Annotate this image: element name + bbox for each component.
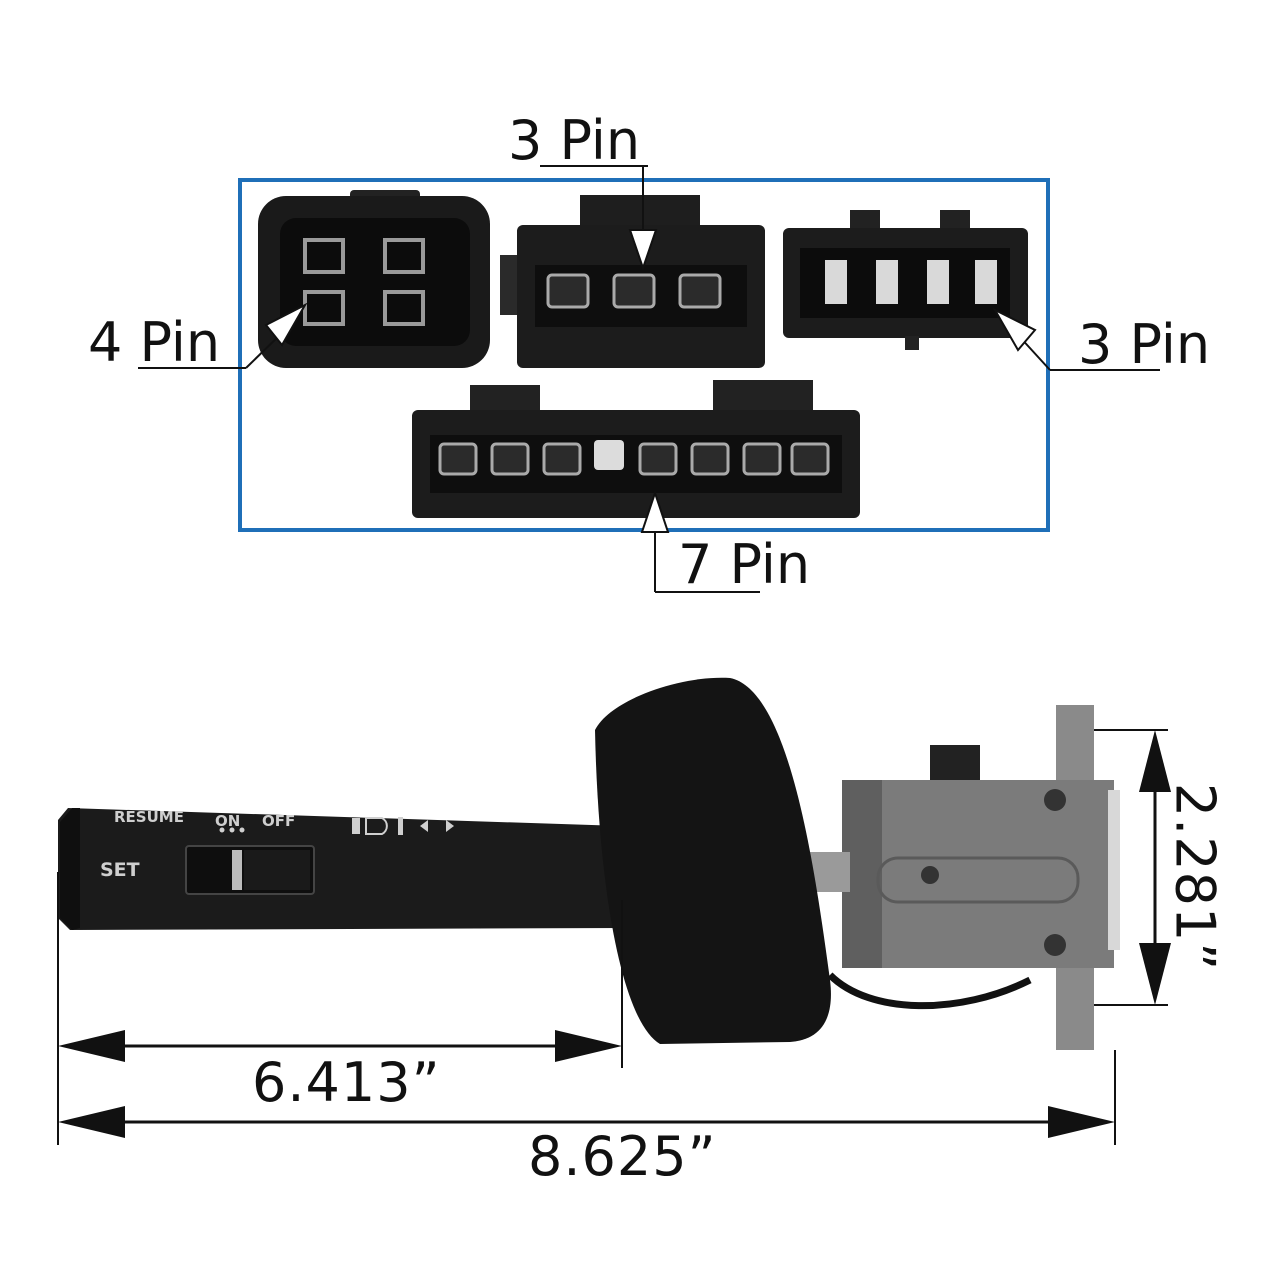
pin-label-top-center: 3 Pin [508,109,641,172]
callout-left [138,302,308,369]
callout-bottom [640,489,760,593]
lever-knob [595,677,831,1044]
stalk-off-label: OFF [262,812,295,830]
dimension-label-total: 8.625” [528,1125,717,1188]
dimension-arrow-total [58,1106,1115,1138]
dot-indicators [219,827,245,833]
switch-housing [842,705,1120,1050]
wire-harness [827,972,1032,1010]
dimension-label-partial: 6.413” [252,1051,441,1114]
connector-3-pin-center [500,195,765,368]
dimension-label-height: 2.281” [1163,782,1227,972]
slider-switch[interactable] [185,845,315,895]
stalk-on-label: ON [215,812,240,830]
pin-label-left: 4 Pin [88,311,221,374]
callout-right [992,307,1160,371]
stalk-resume-label: RESUME [114,808,184,826]
callout-top-center [540,165,658,272]
connector-4-pin [258,190,490,368]
pin-label-right: 3 Pin [1078,313,1211,376]
connector-3-pin-right [783,210,1028,350]
dimension-arrow-height [1139,730,1171,1005]
dimension-arrow-partial [58,1030,622,1062]
pin-label-bottom: 7 Pin [678,533,811,596]
stalk-lever [58,808,625,930]
stalk-set-label: SET [100,859,140,881]
connector-7-pin [412,380,860,518]
icon-cluster [352,817,454,835]
